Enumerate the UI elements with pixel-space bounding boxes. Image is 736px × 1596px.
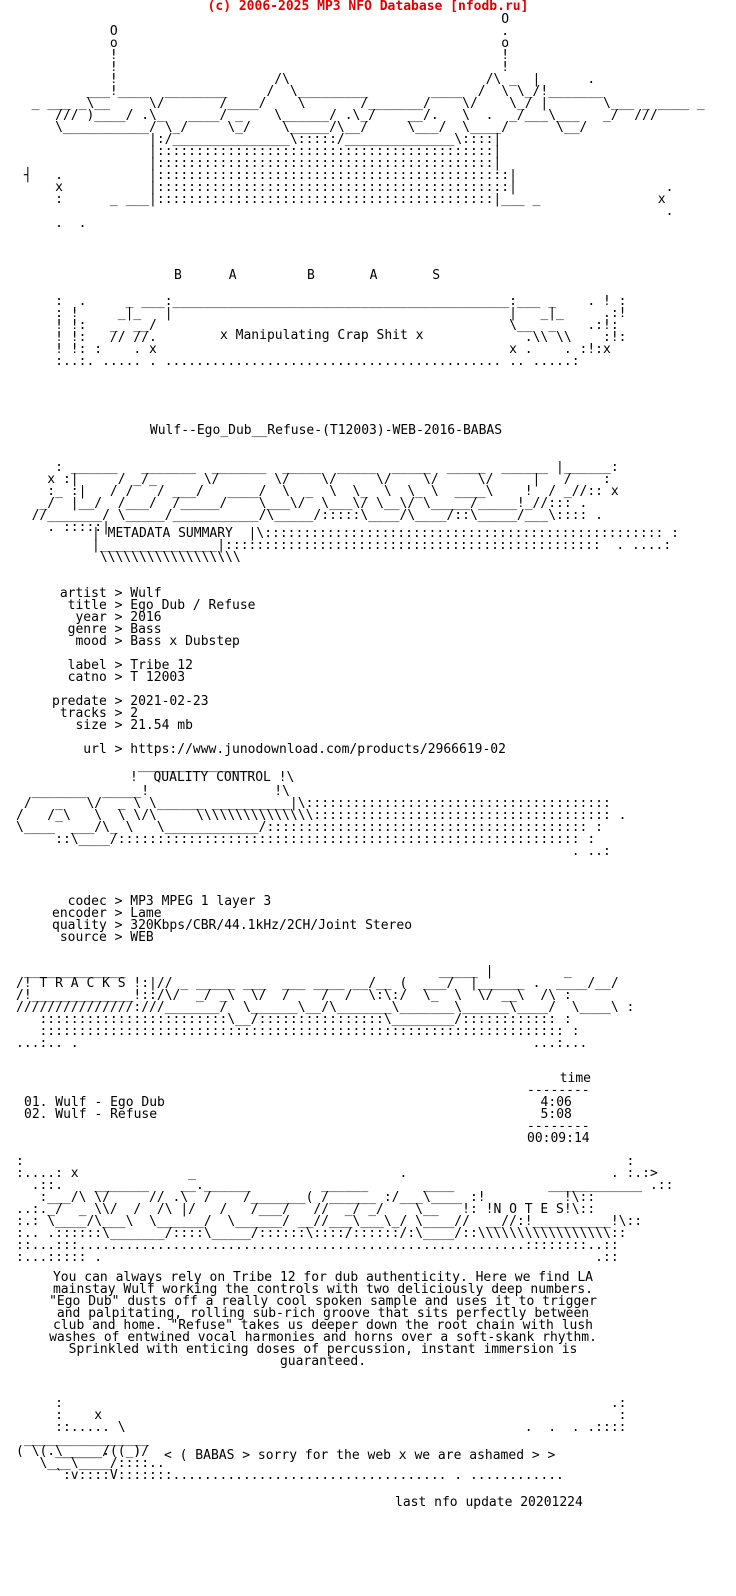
field-catno: catno > T 12003 — [52, 670, 186, 685]
field-encoder: encoder > Lame — [52, 906, 162, 921]
field-value: 2 — [130, 706, 139, 721]
field-url: url > https://www.junodownload.com/produ… — [52, 742, 506, 757]
notes-body: You can always rely on Tribe 12 for dub … — [0, 1270, 646, 1369]
metadata-heading-box: | METADATA SUMMARY |\:::::::::::::::::::… — [92, 526, 680, 565]
notes-line: Sprinkled with enticing doses of percuss… — [68, 1342, 578, 1357]
field-value: Bass x Dubstep — [130, 634, 240, 649]
field-label: mood — [52, 634, 107, 649]
notes-line: guaranteed. — [279, 1354, 367, 1369]
tracks-banner-art: _____________ _____ | _ /! T R A C K S !… — [16, 964, 635, 1051]
field-label: url — [52, 742, 107, 757]
site-header: (c) 2006-2025 MP3 NFO Database [nfodb.ru… — [207, 0, 529, 14]
field-label: tracks — [52, 706, 107, 721]
metadata-list: artist > Wulf title > Ego Dub / Refuse y… — [52, 586, 506, 757]
field-value: WEB — [130, 930, 154, 945]
field-source: source > WEB — [52, 930, 154, 945]
field-value: T 12003 — [130, 670, 186, 685]
field-label: catno — [52, 670, 107, 685]
field-label: genre — [52, 622, 107, 637]
track-list: 01. Wulf - Ego Dub 4:06 02. Wulf - Refus… — [24, 1095, 591, 1122]
field-label: codec — [52, 894, 107, 909]
field-value: 320Kbps/CBR/44.1kHz/2CH/Joint Stereo — [130, 918, 413, 933]
field-label: label — [52, 658, 107, 673]
notes-line: and palpitating, rolling sub-rich groove… — [56, 1306, 590, 1321]
quality-heading-box: _______________ ! QUALITY CONTROL !\ — [130, 758, 295, 785]
field-label: artist — [52, 586, 107, 601]
notes-line: "Ego Dub" dusts off a really cool spoken… — [49, 1294, 597, 1309]
tracks-time-header: time — [559, 1071, 591, 1086]
release-name: Wulf--Ego_Dub__Refuse-(T12003)-WEB-2016-… — [149, 423, 503, 438]
field-artist: artist > Wulf — [52, 586, 162, 601]
field-value: 2016 — [130, 610, 162, 625]
field-mood: mood > Bass x Dubstep — [52, 634, 240, 649]
field-predate: predate > 2021-02-23 — [52, 694, 209, 709]
footer-art-bottom: \ \_____/((_)/ \___\____/::::.. `:v::::V… — [31, 1444, 564, 1483]
field-year: year > 2016 — [52, 610, 162, 625]
tracks-separator-top: -------- — [527, 1083, 590, 1098]
notes-line: You can always rely on Tribe 12 for dub … — [52, 1270, 594, 1285]
field-label: source — [52, 930, 107, 945]
field-size: size > 21.54 mb — [52, 718, 193, 733]
quality-banner-art: _______ _____! !\ / _ \/ _ \ \______ ___… — [16, 784, 627, 859]
tracks-heading: T R A C K S — [39, 976, 126, 991]
field-quality: quality > 320Kbps/CBR/44.1kHz/2CH/Joint … — [52, 918, 413, 933]
field-value: MP3 MPEG 1 layer 3 — [130, 894, 272, 909]
notes-banner-art: : : :....: x _ . . :.:> .::. _______ __.… — [16, 1154, 674, 1265]
group-letters-row — [16, 270, 149, 282]
field-value: Bass — [130, 622, 162, 637]
field-codec: codec > MP3 MPEG 1 layer 3 — [52, 894, 272, 909]
field-tracks: tracks > 2 — [52, 706, 139, 721]
group-letters: B A B A S — [174, 268, 441, 283]
field-value: Tribe 12 — [130, 658, 193, 673]
field-label: title — [52, 598, 107, 613]
field-label: size — [52, 718, 107, 733]
logo-lower-frame: : . _ ___:______________________________… — [55, 294, 627, 369]
notes-line: club and home. "Refuse" takes us deeper … — [52, 1318, 594, 1333]
logo-tagline: x Manipulating Crap Shit x — [220, 328, 424, 343]
quality-list: codec > MP3 MPEG 1 layer 3 encoder > Lam… — [52, 894, 413, 945]
field-label: predate — [52, 694, 107, 709]
metadata-banner-art: : ______ _______ _______ _____ _____ ___… — [31, 460, 619, 535]
metadata-heading: METADATA SUMMARY — [107, 526, 233, 541]
field-label: encoder — [52, 906, 107, 921]
notes-line: washes of entwined vocal harmonies and h… — [49, 1330, 597, 1345]
track-row: 01. Wulf - Ego Dub 4:06 — [24, 1095, 572, 1110]
logo-frame: |:::::::::::::::::::::::::::::::::::::::… — [23, 156, 674, 231]
field-value: 2021-02-23 — [130, 694, 209, 709]
field-label: label > Tribe 12 — [52, 658, 193, 673]
footer-art-top: : .: : x : ::..... \ — [16, 1396, 627, 1459]
field-label: quality — [52, 918, 107, 933]
field-value: Ego Dub / Refuse — [130, 598, 256, 613]
field-genre: genre > Bass — [52, 622, 162, 637]
field-value: Lame — [130, 906, 162, 921]
tracks-total-time: 00:09:14 — [527, 1131, 590, 1146]
quality-heading: QUALITY CONTROL — [153, 770, 271, 785]
footer-message: < ( BABAS > sorry for the web x we are a… — [164, 1448, 556, 1463]
logo-art: O O . o o ! ! — [31, 12, 705, 159]
notes-heading: N O T E S — [493, 1202, 564, 1217]
field-value[interactable]: https://www.junodownload.com/products/29… — [130, 742, 506, 757]
quality-fields: codec > MP3 MPEG 1 layer 3 encoder > Lam… — [52, 894, 413, 945]
field-value: Wulf — [130, 586, 162, 601]
track-row: 02. Wulf - Refuse 5:08 — [24, 1107, 572, 1122]
notes-line: mainstay Wulf working the controls with … — [52, 1282, 594, 1297]
metadata-fields: artist > Wulf title > Ego Dub / Refuse y… — [52, 586, 506, 757]
tracks-separator-bottom: -------- — [527, 1119, 590, 1134]
field-title: title > Ego Dub / Refuse — [52, 598, 256, 613]
footer-update: last nfo update 20201224 — [395, 1495, 583, 1510]
field-label: year — [52, 610, 107, 625]
field-value: 21.54 mb — [130, 718, 193, 733]
